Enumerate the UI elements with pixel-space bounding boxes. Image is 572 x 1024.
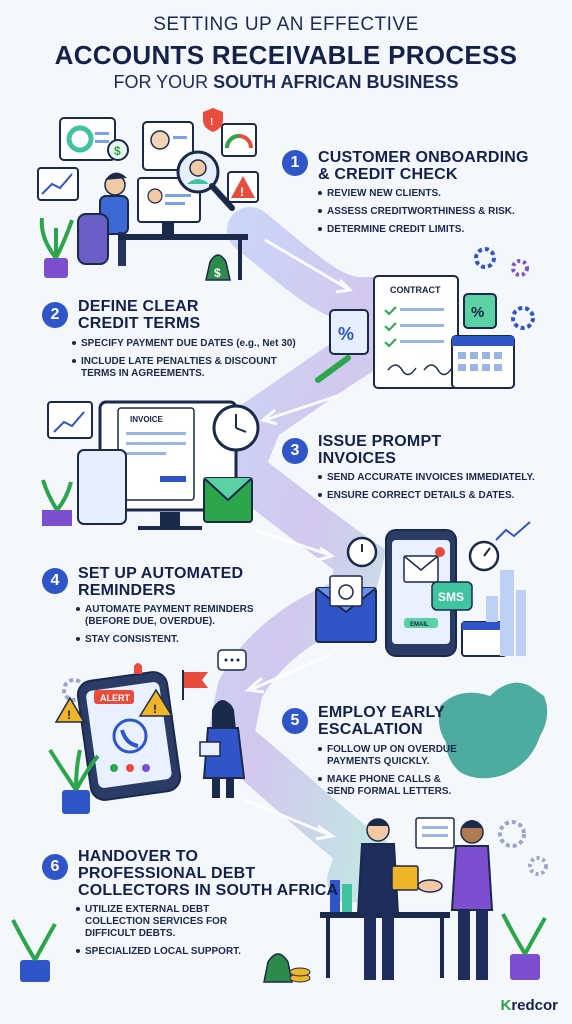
alert-label: ALERT: [100, 693, 130, 703]
header-line-1: SETTING UP AN EFFECTIVE: [153, 14, 419, 35]
svg-text:!: !: [67, 708, 71, 722]
svg-text:$: $: [214, 266, 221, 280]
contract-label: CONTRACT: [390, 285, 441, 295]
percent-label: %: [338, 324, 354, 344]
step-2-bullet-2: INCLUDE LATE PENALTIES & DISCOUNT: [81, 356, 277, 367]
step-2-bullet-1: SPECIFY PAYMENT DUE DATES (e.g., Net 30): [81, 338, 296, 349]
brand-logo-text: redcor: [511, 997, 558, 1014]
step-6-bullet-1-cont-2: DIFFICULT DEBTS.: [85, 928, 176, 939]
step-2-title-line-1: DEFINE CLEAR: [78, 298, 199, 315]
step-5-title: EMPLOY EARLY ESCALATION: [318, 704, 445, 738]
flow-band: [204, 207, 411, 903]
step-4-bullet-1: AUTOMATE PAYMENT REMINDERS: [85, 604, 254, 615]
step-5-title-line-2: ESCALATION: [318, 721, 423, 738]
step-2-title: DEFINE CLEAR CREDIT TERMS: [78, 298, 200, 332]
step5-illustration: ALERT ! !: [48, 649, 548, 814]
step-4-title: SET UP AUTOMATED REMINDERS: [78, 565, 243, 599]
step2-illustration: CONTRACT % %: [315, 247, 535, 389]
step-6-bullet-1-cont-1: COLLECTION SERVICES FOR: [85, 916, 228, 927]
svg-text:!: !: [210, 117, 213, 128]
step-5-number: 5: [282, 708, 308, 734]
step-2-title-line-2: CREDIT TERMS: [78, 315, 201, 332]
step-1-bullets: REVIEW NEW CLIENTS. ASSESS CREDITWORTHIN…: [318, 188, 515, 236]
step-3-bullet-2: ENSURE CORRECT DETAILS & DATES.: [327, 490, 515, 501]
step-4-bullet-2: STAY CONSISTENT.: [85, 634, 179, 645]
step-6-title-line-3: COLLECTORS IN SOUTH AFRICA: [78, 882, 339, 899]
south-africa-map-icon: [438, 682, 548, 779]
step-2-number: 2: [42, 302, 68, 328]
step-1-bullet-2: ASSESS CREDITWORTHINESS & RISK.: [327, 206, 515, 217]
step-5-bullet-1: FOLLOW UP ON OVERDUE: [327, 744, 457, 755]
brand-logo: Kredcor: [500, 997, 558, 1014]
step-1-title-line-2: & CREDIT CHECK: [318, 166, 458, 183]
step-6-bullets: UTILIZE EXTERNAL DEBT COLLECTION SERVICE…: [76, 904, 241, 958]
header-line-3: FOR YOUR SOUTH AFRICAN BUSINESS: [0, 72, 572, 93]
svg-text:!: !: [153, 702, 157, 716]
step-3-title-line-2: INVOICES: [318, 450, 397, 467]
step4-illustration: EMAIL SMS: [315, 521, 531, 657]
step-1-bullet-3: DETERMINE CREDIT LIMITS.: [327, 224, 465, 235]
step1-illustration: $ ! ! $: [37, 108, 259, 281]
step-1-title-line-1: CUSTOMER ONBOARDING: [318, 149, 529, 166]
step-1-number: 1: [282, 150, 308, 176]
step-4-number: 4: [42, 568, 68, 594]
step-6-title-line-2: PROFESSIONAL DEBT: [78, 865, 256, 882]
flow-arrows: [244, 238, 354, 841]
step-3-bullets: SEND ACCURATE INVOICES IMMEDIATELY. ENSU…: [318, 472, 535, 502]
svg-text:%: %: [471, 304, 484, 321]
header-line-3-prefix: FOR YOUR: [113, 72, 214, 92]
step3-illustration: INVOICE: [41, 400, 260, 530]
step-1-bullet-1: REVIEW NEW CLIENTS.: [327, 188, 441, 199]
step-4-title-line-2: REMINDERS: [78, 582, 176, 599]
step-6-bullet-1: UTILIZE EXTERNAL DEBT: [85, 904, 210, 915]
step-2-bullet-2-cont: TERMS IN AGREEMENTS.: [81, 368, 205, 379]
step-3-title-line-1: ISSUE PROMPT: [318, 433, 442, 450]
step6-illustration: [11, 817, 548, 983]
step-6-number: 6: [42, 854, 68, 880]
step-6-title: HANDOVER TO PROFESSIONAL DEBT COLLECTORS…: [78, 848, 338, 899]
step-4-title-line-1: SET UP AUTOMATED: [78, 565, 244, 582]
step-6-bullet-2: SPECIALIZED LOCAL SUPPORT.: [85, 946, 241, 957]
step-5-bullets: FOLLOW UP ON OVERDUE PAYMENTS QUICKLY. M…: [318, 744, 457, 798]
step-4-bullets: AUTOMATE PAYMENT REMINDERS (BEFORE DUE, …: [76, 604, 254, 646]
step-2-bullets: SPECIFY PAYMENT DUE DATES (e.g., Net 30)…: [72, 338, 296, 380]
header-line-3-bold: SOUTH AFRICAN BUSINESS: [213, 72, 459, 92]
step-6-title-line-1: HANDOVER TO: [78, 848, 199, 865]
header-line-2: ACCOUNTS RECEIVABLE PROCESS: [54, 40, 518, 70]
step-4-bullet-1-cont: (BEFORE DUE, OVERDUE).: [85, 616, 216, 627]
step-5-bullet-2: MAKE PHONE CALLS &: [327, 774, 441, 785]
email-label: EMAIL: [410, 622, 429, 628]
step-3-bullet-1: SEND ACCURATE INVOICES IMMEDIATELY.: [327, 472, 535, 483]
brand-logo-mark: K: [500, 997, 512, 1014]
step-5-title-line-1: EMPLOY EARLY: [318, 704, 445, 721]
step-1-title: CUSTOMER ONBOARDING & CREDIT CHECK: [318, 149, 529, 183]
svg-text:!: !: [240, 185, 244, 199]
step-3-number: 3: [282, 438, 308, 464]
svg-text:$: $: [114, 144, 121, 158]
step-5-bullet-1-cont: PAYMENTS QUICKLY.: [327, 756, 430, 767]
step-5-bullet-2-cont: SEND FORMAL LETTERS.: [327, 786, 452, 797]
invoice-label: INVOICE: [130, 415, 164, 424]
sms-label: SMS: [438, 590, 464, 604]
step-3-title: ISSUE PROMPT INVOICES: [318, 433, 441, 467]
